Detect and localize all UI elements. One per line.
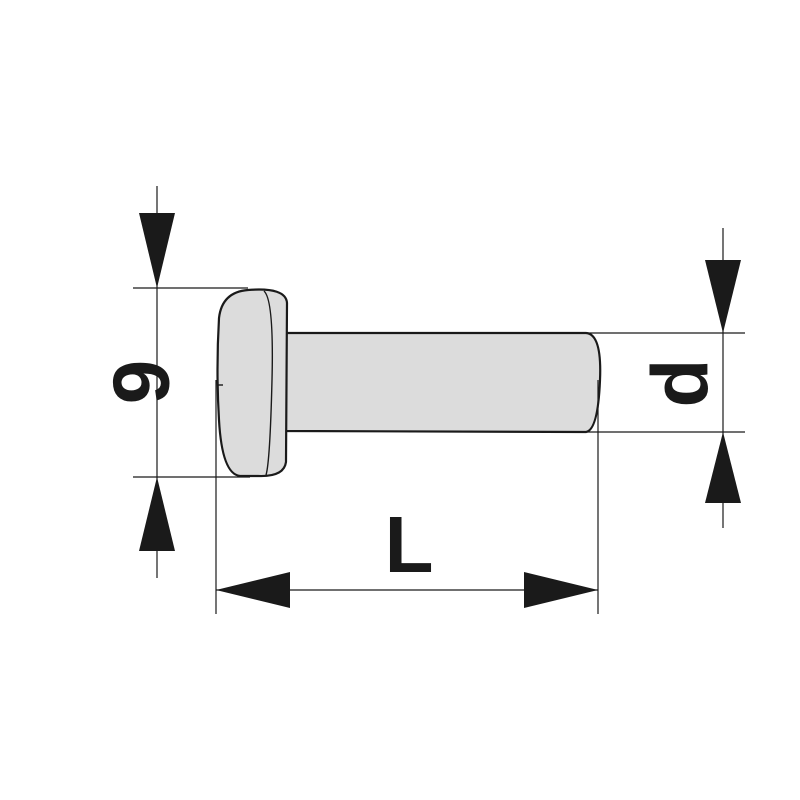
rivet-part [216,288,602,478]
dimension-diameter: d [587,228,745,528]
rivet-head-edge [263,290,274,476]
arrow-up-icon [705,432,741,503]
diameter-label: d [636,359,725,408]
rivet-head [216,288,289,478]
arrow-left-icon [216,572,290,608]
dimension-length: L [215,380,599,614]
arrow-up-icon [139,477,175,551]
arrow-down-icon [139,213,175,288]
rivet-shank [281,331,602,434]
dimension-head-height: 9 [97,186,250,578]
arrow-down-icon [705,260,741,333]
arrow-right-icon [524,572,598,608]
length-label: L [385,500,434,589]
head-height-label: 9 [97,360,186,405]
